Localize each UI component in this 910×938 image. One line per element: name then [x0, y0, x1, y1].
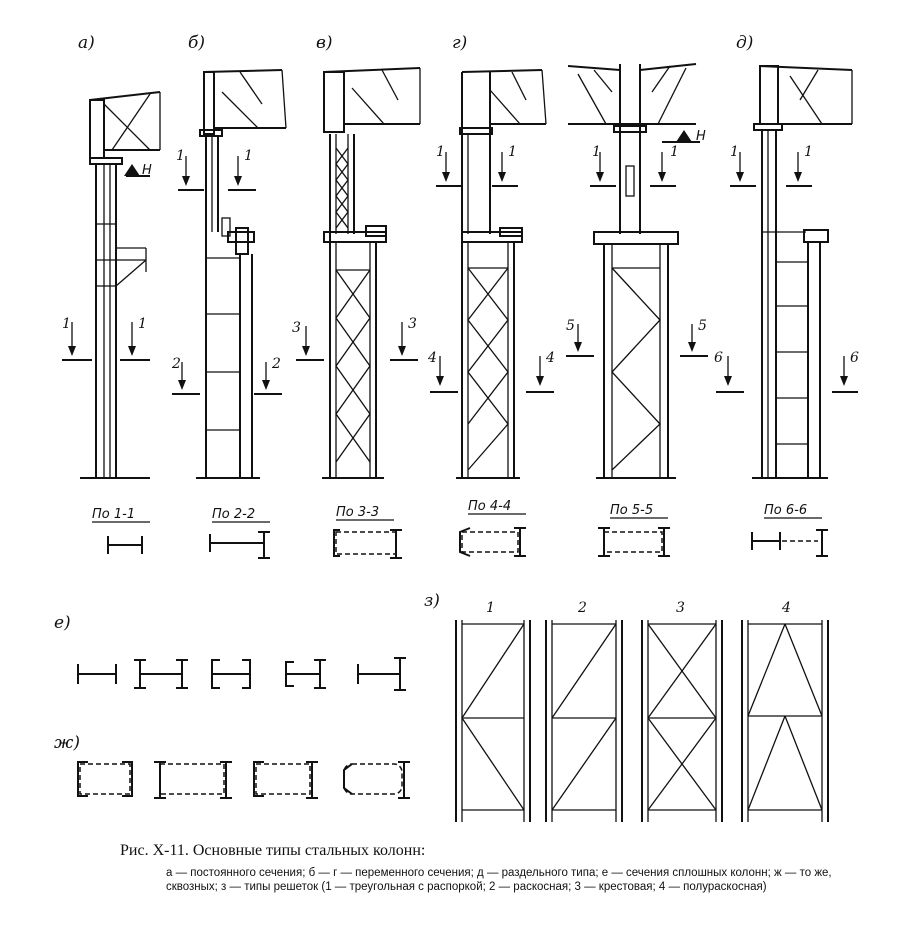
- column-b: б) 1 1 2 2: [171, 33, 287, 479]
- column-v: в) 3 3: [292, 33, 421, 479]
- cut-num: 3: [408, 316, 417, 332]
- force-label-a: H: [142, 163, 152, 178]
- truss-g: [461, 69, 547, 125]
- cut-num: 1: [670, 144, 679, 160]
- panel-label-v: в): [316, 33, 333, 53]
- force-label-5: H: [696, 129, 706, 144]
- caption-title: Рис. X-11. Основные типы стальных колонн…: [120, 842, 426, 859]
- section-labels: По 1-1 По 2-2 По 3-3 По 4-4 По 5-5 По 6-…: [92, 499, 822, 523]
- lattice-sections-zh: ж): [54, 733, 410, 799]
- truss-v: [323, 67, 421, 125]
- panel-label-d: д): [736, 33, 753, 53]
- section-label-4: По 4-4: [468, 499, 511, 514]
- cut-num: 3: [292, 320, 301, 336]
- section-label-2: По 2-2: [212, 507, 255, 522]
- svg-text:1: 1: [486, 600, 495, 616]
- lattice-type-3: 3: [641, 600, 723, 822]
- figure-caption: Рис. X-11. Основные типы стальных колонн…: [120, 842, 880, 894]
- steel-columns-drawing: а) H 1 1 б): [54, 33, 859, 822]
- cut-num: 1: [804, 144, 813, 160]
- column-5: H 1 1 5 5: [566, 63, 708, 479]
- lattice-type-2: 2: [545, 600, 623, 822]
- section-label-1: По 1-1: [92, 507, 135, 522]
- cut-num: 6: [714, 350, 723, 366]
- svg-text:2: 2: [577, 600, 587, 616]
- svg-text:4: 4: [781, 600, 791, 616]
- solid-sections-e: е): [54, 613, 406, 691]
- truss-b: [203, 69, 287, 129]
- cut-num: 1: [730, 144, 739, 160]
- lattice-types-z: з) 1 2 3: [424, 591, 829, 822]
- panel-label-zh: ж): [54, 733, 80, 753]
- panel-label-z: з): [424, 591, 440, 611]
- cut-num: 1: [436, 144, 445, 160]
- cut-num: 1: [62, 316, 71, 332]
- cut-num: 5: [566, 318, 575, 334]
- truss-a: [89, 91, 161, 151]
- truss-5: [567, 63, 697, 125]
- cut-num: 1: [176, 148, 185, 164]
- lattice-type-1: 1: [455, 600, 531, 822]
- panel-label-g: г): [452, 33, 467, 53]
- section-label-6: По 6-6: [764, 503, 807, 518]
- panel-label-a: а): [78, 33, 95, 53]
- panel-label-b: б): [188, 33, 205, 53]
- cut-num: 2: [271, 356, 281, 372]
- truss-d: [759, 65, 853, 125]
- cut-num: 1: [592, 144, 601, 160]
- lattice-type-4: 4: [741, 600, 829, 822]
- cut-num: 1: [138, 316, 147, 332]
- panel-label-e: е): [54, 613, 71, 633]
- section-symbols: [107, 527, 828, 559]
- cut-num: 1: [244, 148, 253, 164]
- caption-text: а — постоянного сечения; б — г — перемен…: [166, 867, 832, 893]
- svg-text:3: 3: [676, 600, 685, 616]
- column-a: а) H 1 1: [62, 33, 161, 479]
- section-label-3: По 3-3: [336, 505, 379, 520]
- column-g: г) 1 1 4 4: [427, 33, 555, 479]
- column-d: д) 1 1 6 6: [714, 33, 859, 479]
- cut-num: 4: [427, 350, 437, 366]
- section-label-5: По 5-5: [610, 503, 653, 518]
- cut-num: 5: [698, 318, 707, 334]
- cut-num: 1: [508, 144, 517, 160]
- cut-num: 6: [850, 350, 859, 366]
- cut-num: 4: [545, 350, 555, 366]
- cut-num: 2: [171, 356, 181, 372]
